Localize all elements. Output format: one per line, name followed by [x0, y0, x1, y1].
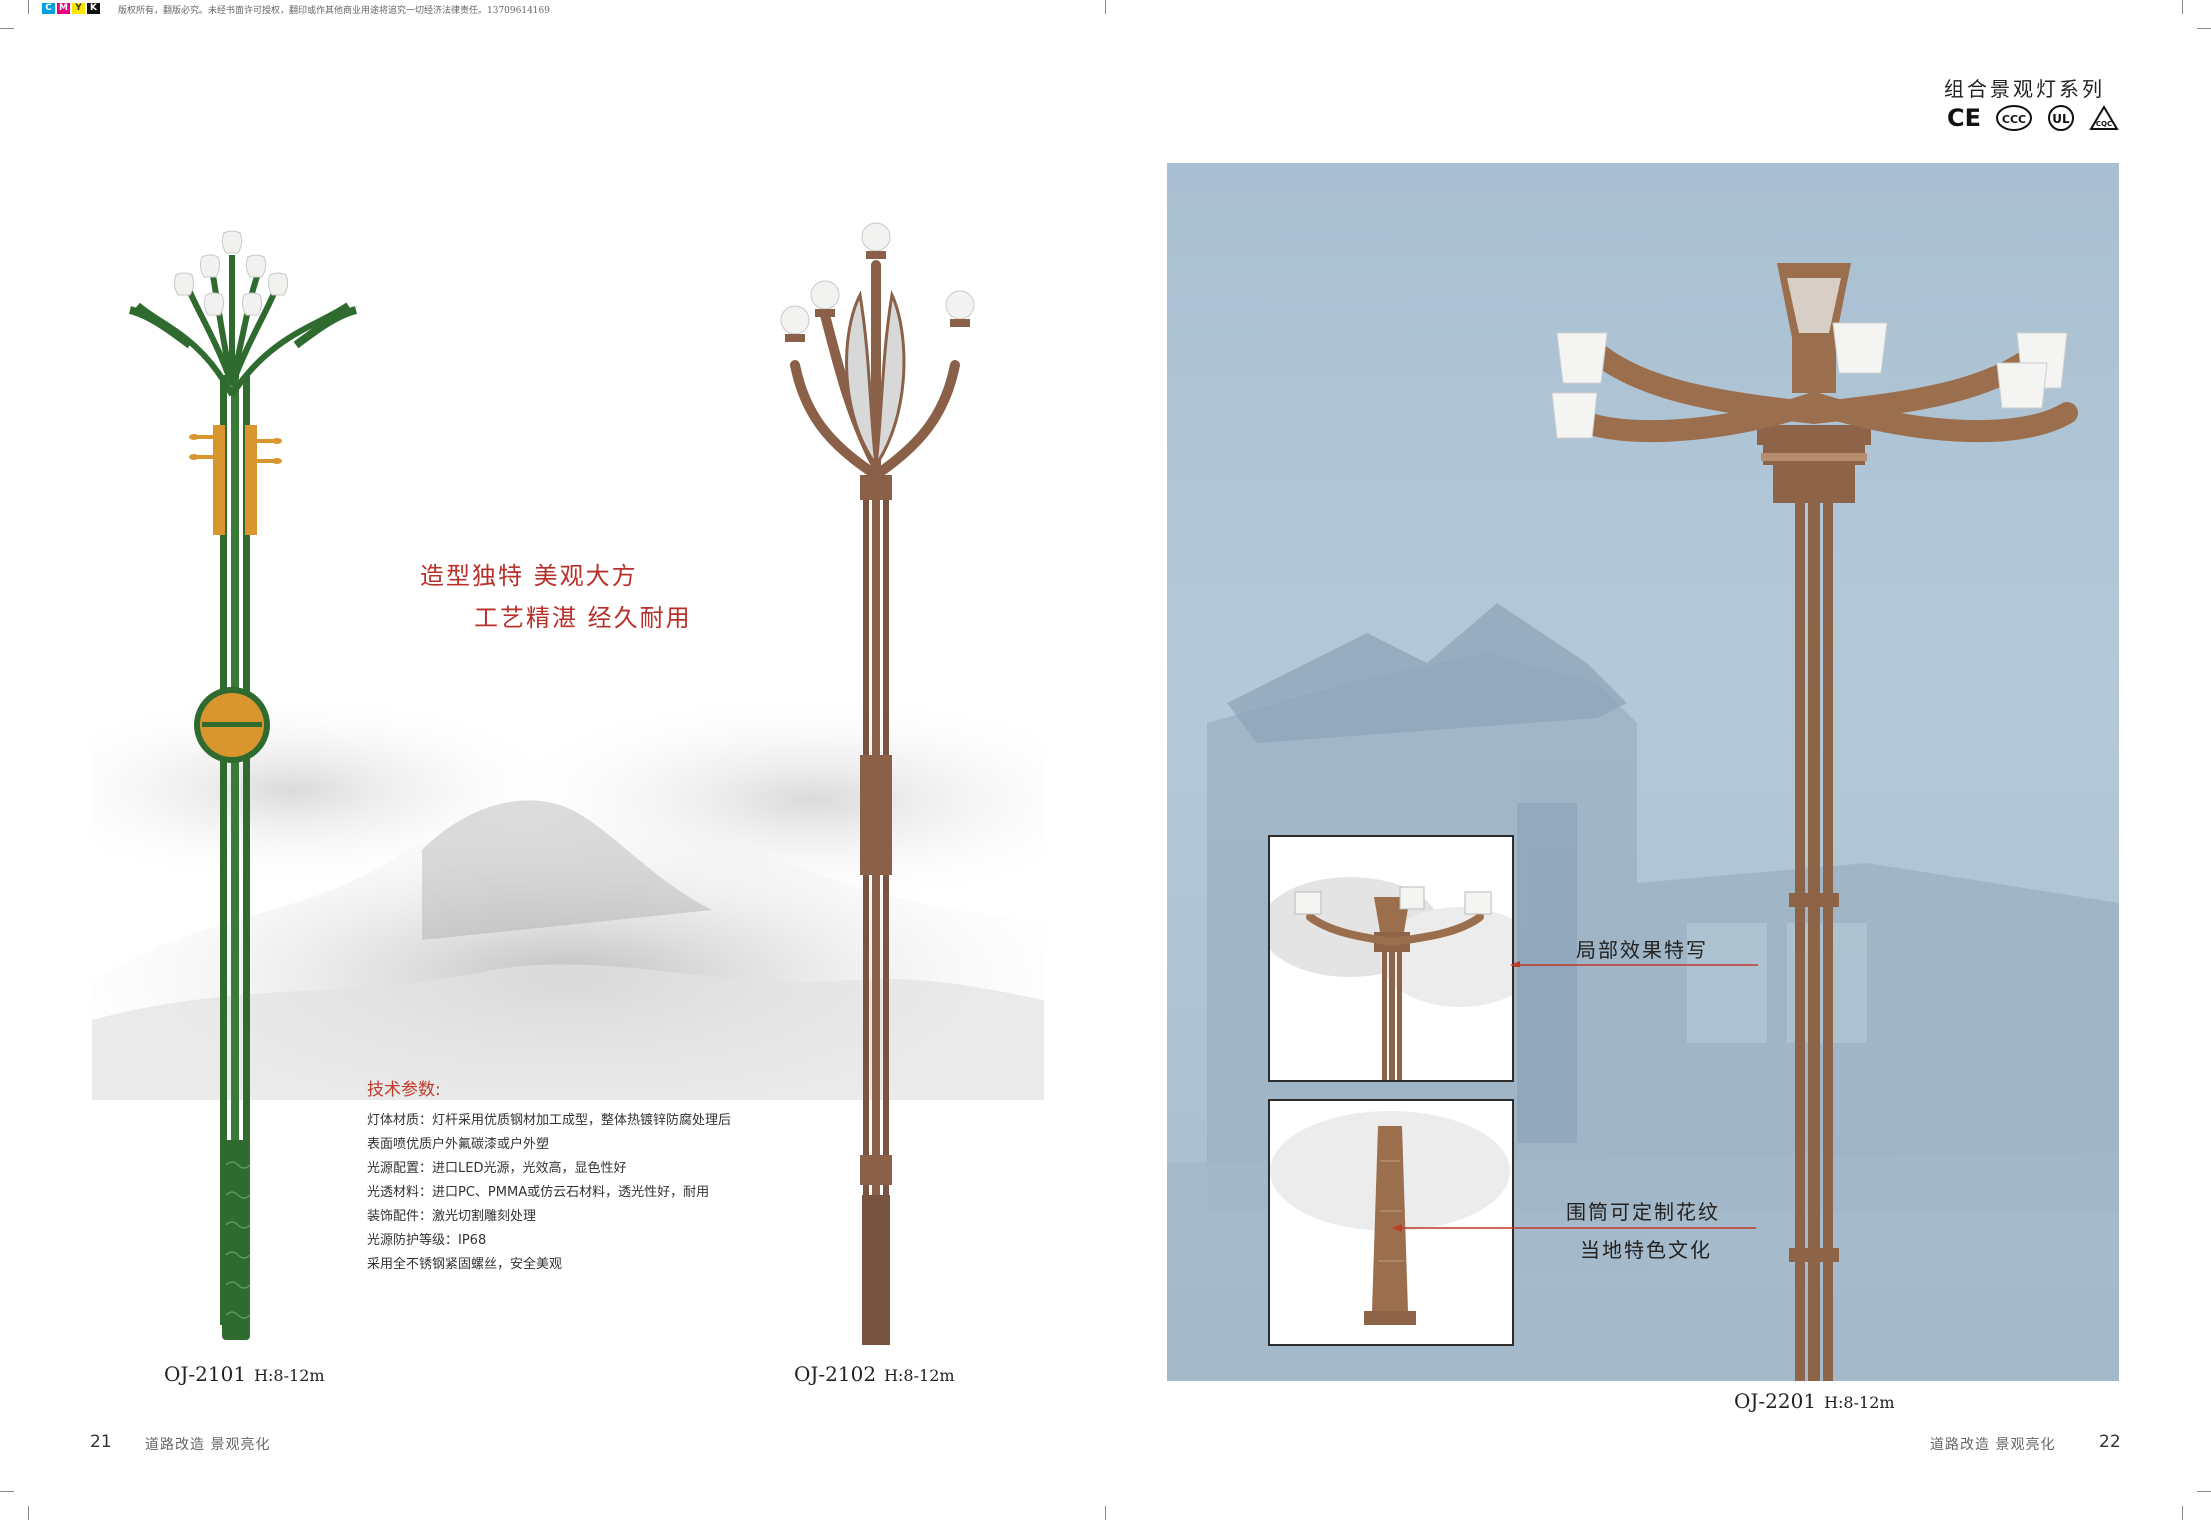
spec-line: 装饰配件：激光切割雕刻处理: [367, 1209, 537, 1224]
crop-mark: [2197, 1491, 2211, 1492]
cmyk-magenta: M: [57, 3, 70, 14]
model-number: OJ-2102: [794, 1362, 877, 1386]
spec-line: 光源配置：进口LED光源，光效高，显色性好: [367, 1161, 627, 1176]
ink-mountain-background: [92, 700, 1044, 1100]
ccc-mark-icon: CCC: [1994, 104, 2034, 132]
spec-line: 灯体材质：灯杆采用优质钢材加工成型，整体热镀锌防腐处理后: [367, 1113, 732, 1128]
specs-title: 技术参数:: [367, 1080, 441, 1100]
callout-sleeve-label-2: 当地特色文化: [1580, 1238, 1712, 1262]
model-height: H:8-12m: [254, 1366, 325, 1385]
crop-mark: [28, 0, 29, 14]
crop-mark: [2197, 28, 2211, 29]
street-lamp-oj-2102: [780, 222, 975, 1345]
crop-mark: [1105, 0, 1106, 14]
slogan-line-1: 造型独特 美观大方: [420, 562, 638, 590]
ul-mark-icon: UL: [2046, 104, 2076, 132]
slogan-line-2: 工艺精湛 经久耐用: [474, 604, 692, 632]
crop-mark: [2182, 0, 2183, 14]
callout-closeup-label: 局部效果特写: [1576, 938, 1708, 962]
inset-lamp-head-closeup: [1268, 835, 1514, 1082]
model-caption-oj-2201: OJ-2201 H:8-12m: [1734, 1389, 1895, 1413]
svg-text:UL: UL: [2052, 112, 2070, 126]
crop-mark: [1105, 1506, 1106, 1520]
callout-arrow-top: [1510, 961, 1758, 967]
street-lamp-oj-2101: [128, 230, 358, 1340]
callout-arrow-bottom: [1392, 1224, 1756, 1232]
cqc-mark-icon: CQC: [2088, 104, 2120, 132]
model-number: OJ-2201: [1734, 1389, 1817, 1413]
cmyk-black: K: [87, 3, 100, 14]
model-number: OJ-2101: [164, 1362, 247, 1386]
series-title: 组合景观灯系列: [1944, 77, 2105, 101]
spec-line: 光源防护等级：IP68: [367, 1233, 487, 1248]
spec-line: 光透材料：进口PC、PMMA或仿云石材料，透光性好，耐用: [367, 1185, 710, 1200]
model-height: H:8-12m: [884, 1366, 955, 1385]
page-number-left: 21: [90, 1432, 112, 1452]
crop-mark: [28, 1506, 29, 1520]
cmyk-cyan: C: [42, 3, 55, 14]
model-caption-oj-2102: OJ-2102 H:8-12m: [794, 1362, 955, 1386]
crop-mark: [0, 28, 14, 29]
footer-caption-left: 道路改造 景观亮化: [145, 1437, 271, 1453]
cmyk-yellow: Y: [72, 3, 85, 14]
svg-text:CCC: CCC: [2002, 113, 2026, 126]
spec-line: 采用全不锈钢紧固螺丝，安全美观: [367, 1257, 563, 1272]
crop-mark: [2182, 1506, 2183, 1520]
callout-sleeve-label-1: 围筒可定制花纹: [1566, 1200, 1720, 1224]
ce-mark-icon: CE: [1947, 104, 1982, 132]
spec-line: 表面喷优质户外氟碳漆或户外塑: [367, 1137, 550, 1152]
model-caption-oj-2101: OJ-2101 H:8-12m: [164, 1362, 325, 1386]
model-height: H:8-12m: [1824, 1393, 1895, 1412]
copyright-notice: 版权所有，翻版必究。未经书面许可授权，翻印或作其他商业用途将追究一切经济法律责任…: [118, 6, 550, 16]
cmyk-color-bar: C M Y K: [42, 3, 100, 14]
crop-mark: [0, 1491, 14, 1492]
page-number-right: 22: [2099, 1432, 2121, 1452]
inset-pole-sleeve-closeup: [1268, 1099, 1514, 1346]
svg-text:CQC: CQC: [2096, 120, 2112, 128]
footer-caption-right: 道路改造 景观亮化: [1930, 1437, 2056, 1453]
